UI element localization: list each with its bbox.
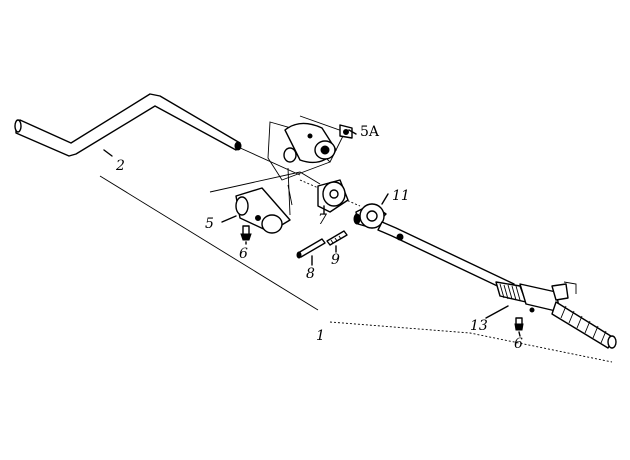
shaft-collar-13-lug	[551, 283, 569, 301]
shaft-1-end	[551, 301, 615, 349]
label-part-5a: 5A	[360, 124, 380, 140]
envelope-line-left	[99, 175, 319, 311]
pin-9-body	[326, 230, 348, 246]
envelope-line-right	[329, 321, 613, 363]
pin-8-body	[297, 238, 326, 258]
label-part-13: 13	[470, 318, 488, 334]
spring-pin-9	[326, 230, 348, 246]
block-5-screw-hole	[255, 215, 261, 221]
shaft-1-tip	[607, 335, 617, 349]
label-part-2: 2	[115, 158, 125, 174]
label-part-11: 11	[392, 188, 410, 204]
pin-8	[296, 238, 326, 259]
crank-handle-body	[15, 93, 241, 157]
label-part-5: 5	[205, 216, 214, 232]
pin-8-end	[296, 251, 302, 259]
leader-5a	[348, 129, 357, 135]
shaft-1-hole	[396, 233, 404, 241]
shaft-1	[377, 221, 617, 349]
screw-6-head	[240, 233, 252, 241]
block-5-stud	[287, 184, 293, 206]
pin-9-slot	[330, 235, 342, 244]
bushing-11-edge	[353, 213, 361, 225]
block-5a-hole	[320, 145, 330, 155]
shaft-collar-13-hole	[529, 307, 535, 313]
block-5a-screw	[307, 133, 313, 139]
shaft-1-body	[377, 221, 515, 293]
shaft-1-thread-right	[560, 305, 607, 344]
collar-7-bore	[329, 189, 339, 199]
axis-line-handle	[237, 146, 301, 176]
pivot-block-5a	[267, 115, 353, 181]
set-screw-6-right	[514, 317, 524, 331]
shaft-1-knurl-left	[499, 283, 521, 301]
bushing-11	[353, 203, 387, 229]
block-5a-face	[283, 147, 297, 163]
label-part-6-right: 6	[514, 336, 523, 352]
set-screw-6-left	[240, 225, 252, 241]
bracket-line-5	[209, 171, 321, 193]
crank-handle-part	[14, 93, 242, 157]
leader-2	[103, 149, 113, 157]
block-5a-tab-hole	[343, 129, 349, 135]
crank-handle-tip	[234, 141, 242, 151]
block-5-face	[235, 196, 249, 216]
shaft-collar-13-tab	[563, 281, 577, 294]
screw-6r-head	[514, 323, 524, 331]
leader-13	[485, 305, 509, 319]
bushing-11-bore	[366, 210, 378, 222]
label-part-6-left: 6	[239, 246, 248, 262]
block-5-bore	[261, 214, 283, 234]
crank-handle-end	[14, 119, 22, 133]
label-part-8: 8	[306, 266, 315, 282]
leader-5	[221, 215, 237, 223]
leader-6-right	[518, 331, 521, 337]
lower-block-5	[235, 184, 293, 234]
label-part-9: 9	[331, 252, 340, 268]
label-part-7: 7	[318, 212, 327, 228]
leader-11	[381, 193, 389, 205]
label-part-1: 1	[316, 328, 325, 344]
collar-7	[317, 179, 349, 213]
